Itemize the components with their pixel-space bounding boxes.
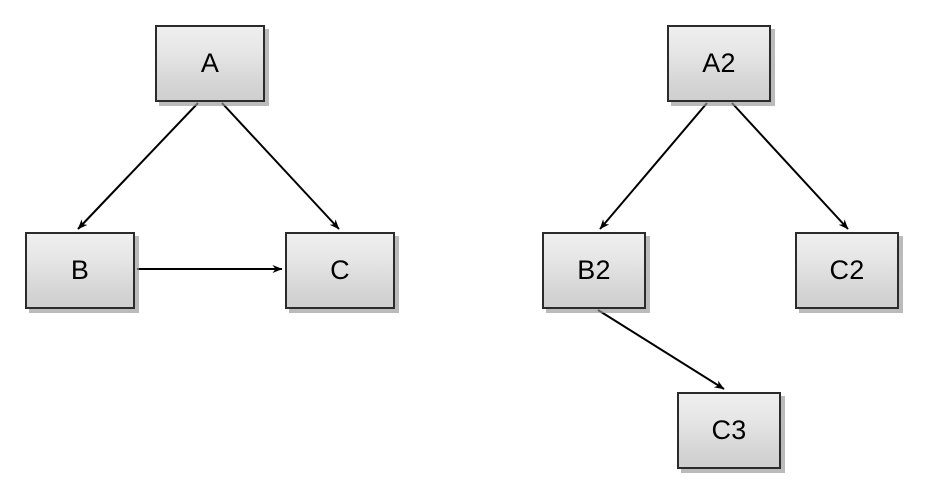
node-b2[interactable]: B2 xyxy=(542,232,646,309)
edge-a2-to-c2 xyxy=(731,102,849,230)
node-c3[interactable]: C3 xyxy=(677,392,781,469)
node-a2-label: A2 xyxy=(702,48,736,78)
node-a-label: A xyxy=(200,48,220,78)
edge-a-to-c xyxy=(221,102,340,230)
node-c[interactable]: C xyxy=(285,232,395,309)
edge-b2-to-c3 xyxy=(597,309,725,390)
node-a[interactable]: A xyxy=(155,25,265,102)
node-b-label: B xyxy=(70,255,90,285)
node-c2-label: C2 xyxy=(829,255,865,285)
edge-a2-to-b2 xyxy=(599,102,708,230)
node-c2[interactable]: C2 xyxy=(795,232,899,309)
node-b[interactable]: B xyxy=(25,232,135,309)
node-c-label: C xyxy=(330,255,350,285)
node-c3-label: C3 xyxy=(711,415,747,445)
node-a2[interactable]: A2 xyxy=(667,25,771,102)
node-b2-label: B2 xyxy=(577,255,611,285)
edge-a-to-b xyxy=(77,102,199,230)
